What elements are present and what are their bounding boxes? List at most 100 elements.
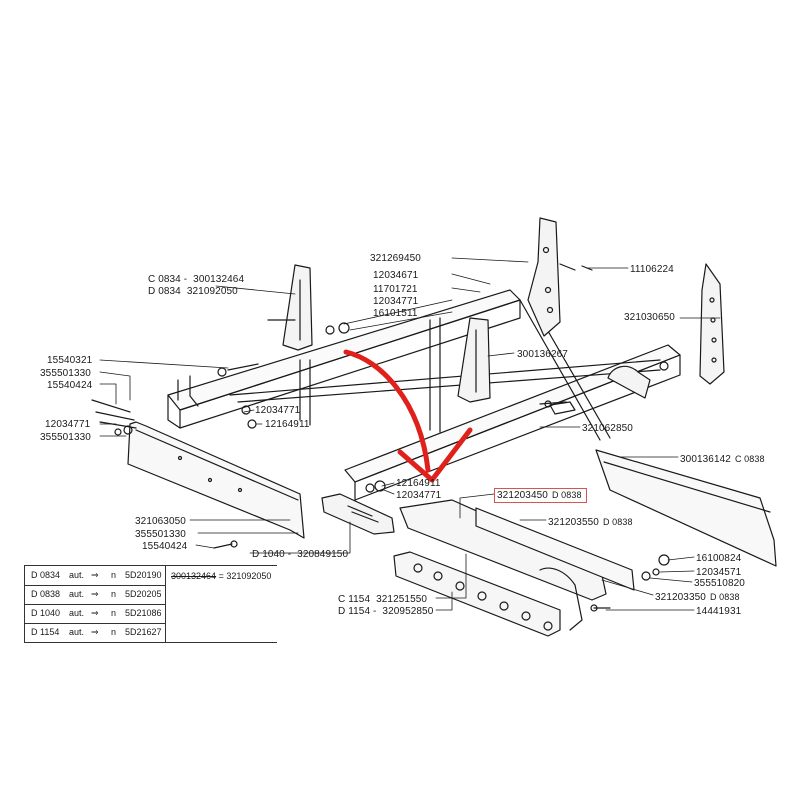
callout-part-number: 12164911: [396, 478, 441, 489]
part-callout-11701721: 11701721: [373, 284, 418, 296]
part-callout-16100824: 16100824: [696, 553, 741, 565]
legend-aut: aut.: [69, 570, 85, 580]
callout-part-number: 321030650: [624, 312, 675, 323]
legend-n: n: [111, 589, 117, 599]
part-callout-12164911: 12164911: [396, 478, 441, 490]
legend-replacement-note: 300132464 = 321092050: [171, 570, 271, 582]
callout-part-number: 12164911: [265, 419, 310, 430]
callout-part-number: 12034671: [373, 270, 419, 281]
callout-model-prefix: D 1040 -: [252, 549, 292, 560]
legend-serial: 5D21086: [125, 608, 162, 618]
fasteners: [91, 322, 670, 612]
part-callout-12034771: 12034771: [396, 490, 441, 502]
part-callout-321063050: 321063050: [135, 516, 186, 528]
callout-part-number: 355501330: [135, 529, 186, 540]
callout-part-number: 16100824: [696, 553, 742, 564]
legend-n: n: [111, 570, 117, 580]
callout-leader-lines: [99, 257, 721, 611]
part-callout-11106224: 11106224: [630, 264, 674, 276]
lower-members: [399, 499, 635, 631]
part-callout-12164911: 12164911: [265, 419, 310, 431]
legend-model: D 1154: [31, 627, 60, 637]
legend-note-new-part: 321092050: [226, 571, 272, 581]
vertical-stanchions: [267, 264, 491, 403]
callout-part-number: 355501330: [40, 432, 91, 443]
part-callout-12034771: 12034771: [255, 405, 300, 417]
callout-part-number: 355510820: [694, 578, 745, 589]
part-callout-321030650: 321030650: [624, 312, 675, 324]
legend-arrow: ⇒: [91, 589, 99, 599]
callout-model-prefix: C 0834 -: [148, 274, 188, 285]
legend-model: D 0834: [31, 570, 61, 580]
callout-part-number: 321203550: [548, 517, 599, 528]
callout-part-number: 12034771: [45, 419, 91, 430]
part-callout-321092050: D 0834 321092050: [148, 286, 238, 298]
legend-serial: 5D21627: [125, 627, 162, 637]
legend-aut: aut.: [69, 589, 85, 599]
callout-model-suffix: D 0838: [551, 490, 582, 500]
serial-number-legend-table: 300132464 = 321092050 D 0834 aut. ⇒ n 5D2019…: [24, 565, 277, 643]
part-callout-300132464: C 0834 -300132464: [148, 274, 244, 286]
bracket-320849150: [321, 493, 395, 535]
legend-serial: 5D20190: [125, 570, 162, 580]
legend-note-old-part: 300132464: [171, 571, 217, 581]
callout-part-number: 15540321: [47, 355, 93, 366]
legend-aut: aut.: [69, 608, 85, 618]
part-callout-15540321: 15540321: [47, 355, 92, 367]
callout-part-number: 321203350: [655, 592, 706, 603]
callout-part-number: 321269450: [370, 253, 421, 264]
callout-model-suffix: C 0838: [734, 454, 765, 464]
callout-part-number: 300136267: [517, 349, 568, 360]
part-callout-12034771: 12034771: [45, 419, 90, 431]
step-plate-321251550: [393, 551, 561, 637]
callout-part-number: 321092050: [186, 286, 238, 297]
legend-n: n: [111, 627, 117, 637]
part-callout-321269450: 321269450: [370, 253, 421, 265]
legend-model: D 0838: [31, 589, 61, 599]
callout-part-number: 321063050: [135, 516, 186, 527]
main-frame-rails: [167, 289, 681, 501]
part-callout-15540424: 15540424: [47, 380, 92, 392]
callout-part-number: 300136142: [680, 454, 731, 465]
legend-row-divider: [25, 604, 165, 605]
legend-row-divider: [25, 585, 165, 586]
legend-arrow: ⇒: [91, 627, 99, 637]
side-panel-300136142: [595, 449, 777, 567]
part-callout-355501330: 355501330: [40, 368, 91, 380]
plate-321269450: [527, 217, 593, 337]
part-callout-320952850: D 1154 - 320952850: [338, 606, 433, 618]
part-callout-12034571: 12034571: [696, 567, 741, 579]
part-callout-300136267: 300136267: [517, 349, 568, 361]
part-callout-321062850: 321062850: [582, 423, 633, 435]
callout-model-suffix: D 0838: [602, 517, 633, 527]
legend-note-equals: =: [218, 571, 224, 581]
callout-part-number: 15540424: [142, 541, 188, 552]
part-callout-320849150: D 1040 -320849150: [252, 549, 348, 561]
red-annotation-arrow: [343, 349, 473, 483]
callout-part-number: 14441931: [696, 606, 742, 617]
callout-part-number: 16101511: [373, 308, 418, 319]
legend-n: n: [111, 608, 117, 618]
callout-model-prefix: C 1154: [338, 594, 371, 605]
part-callout-355501330: 355501330: [40, 432, 91, 444]
part-callout-14441931: 14441931: [696, 606, 741, 618]
legend-arrow: ⇒: [91, 608, 99, 618]
legend-column-divider: [165, 566, 166, 642]
side-panel-321063050: [127, 421, 305, 539]
legend-arrow: ⇒: [91, 570, 99, 580]
callout-model-prefix: D 0834: [148, 286, 181, 297]
callout-part-number: 320952850: [382, 606, 434, 617]
callout-part-number: 12034771: [373, 296, 419, 307]
callout-part-number: 321203450: [497, 490, 548, 501]
callout-part-number: 355501330: [40, 368, 91, 379]
callout-model-prefix: D 1154 -: [338, 606, 377, 617]
legend-row-divider: [25, 623, 165, 624]
part-callout-12034771: 12034771: [373, 296, 418, 308]
legend-model: D 1040: [31, 608, 61, 618]
callout-part-number: 12034571: [696, 567, 742, 578]
